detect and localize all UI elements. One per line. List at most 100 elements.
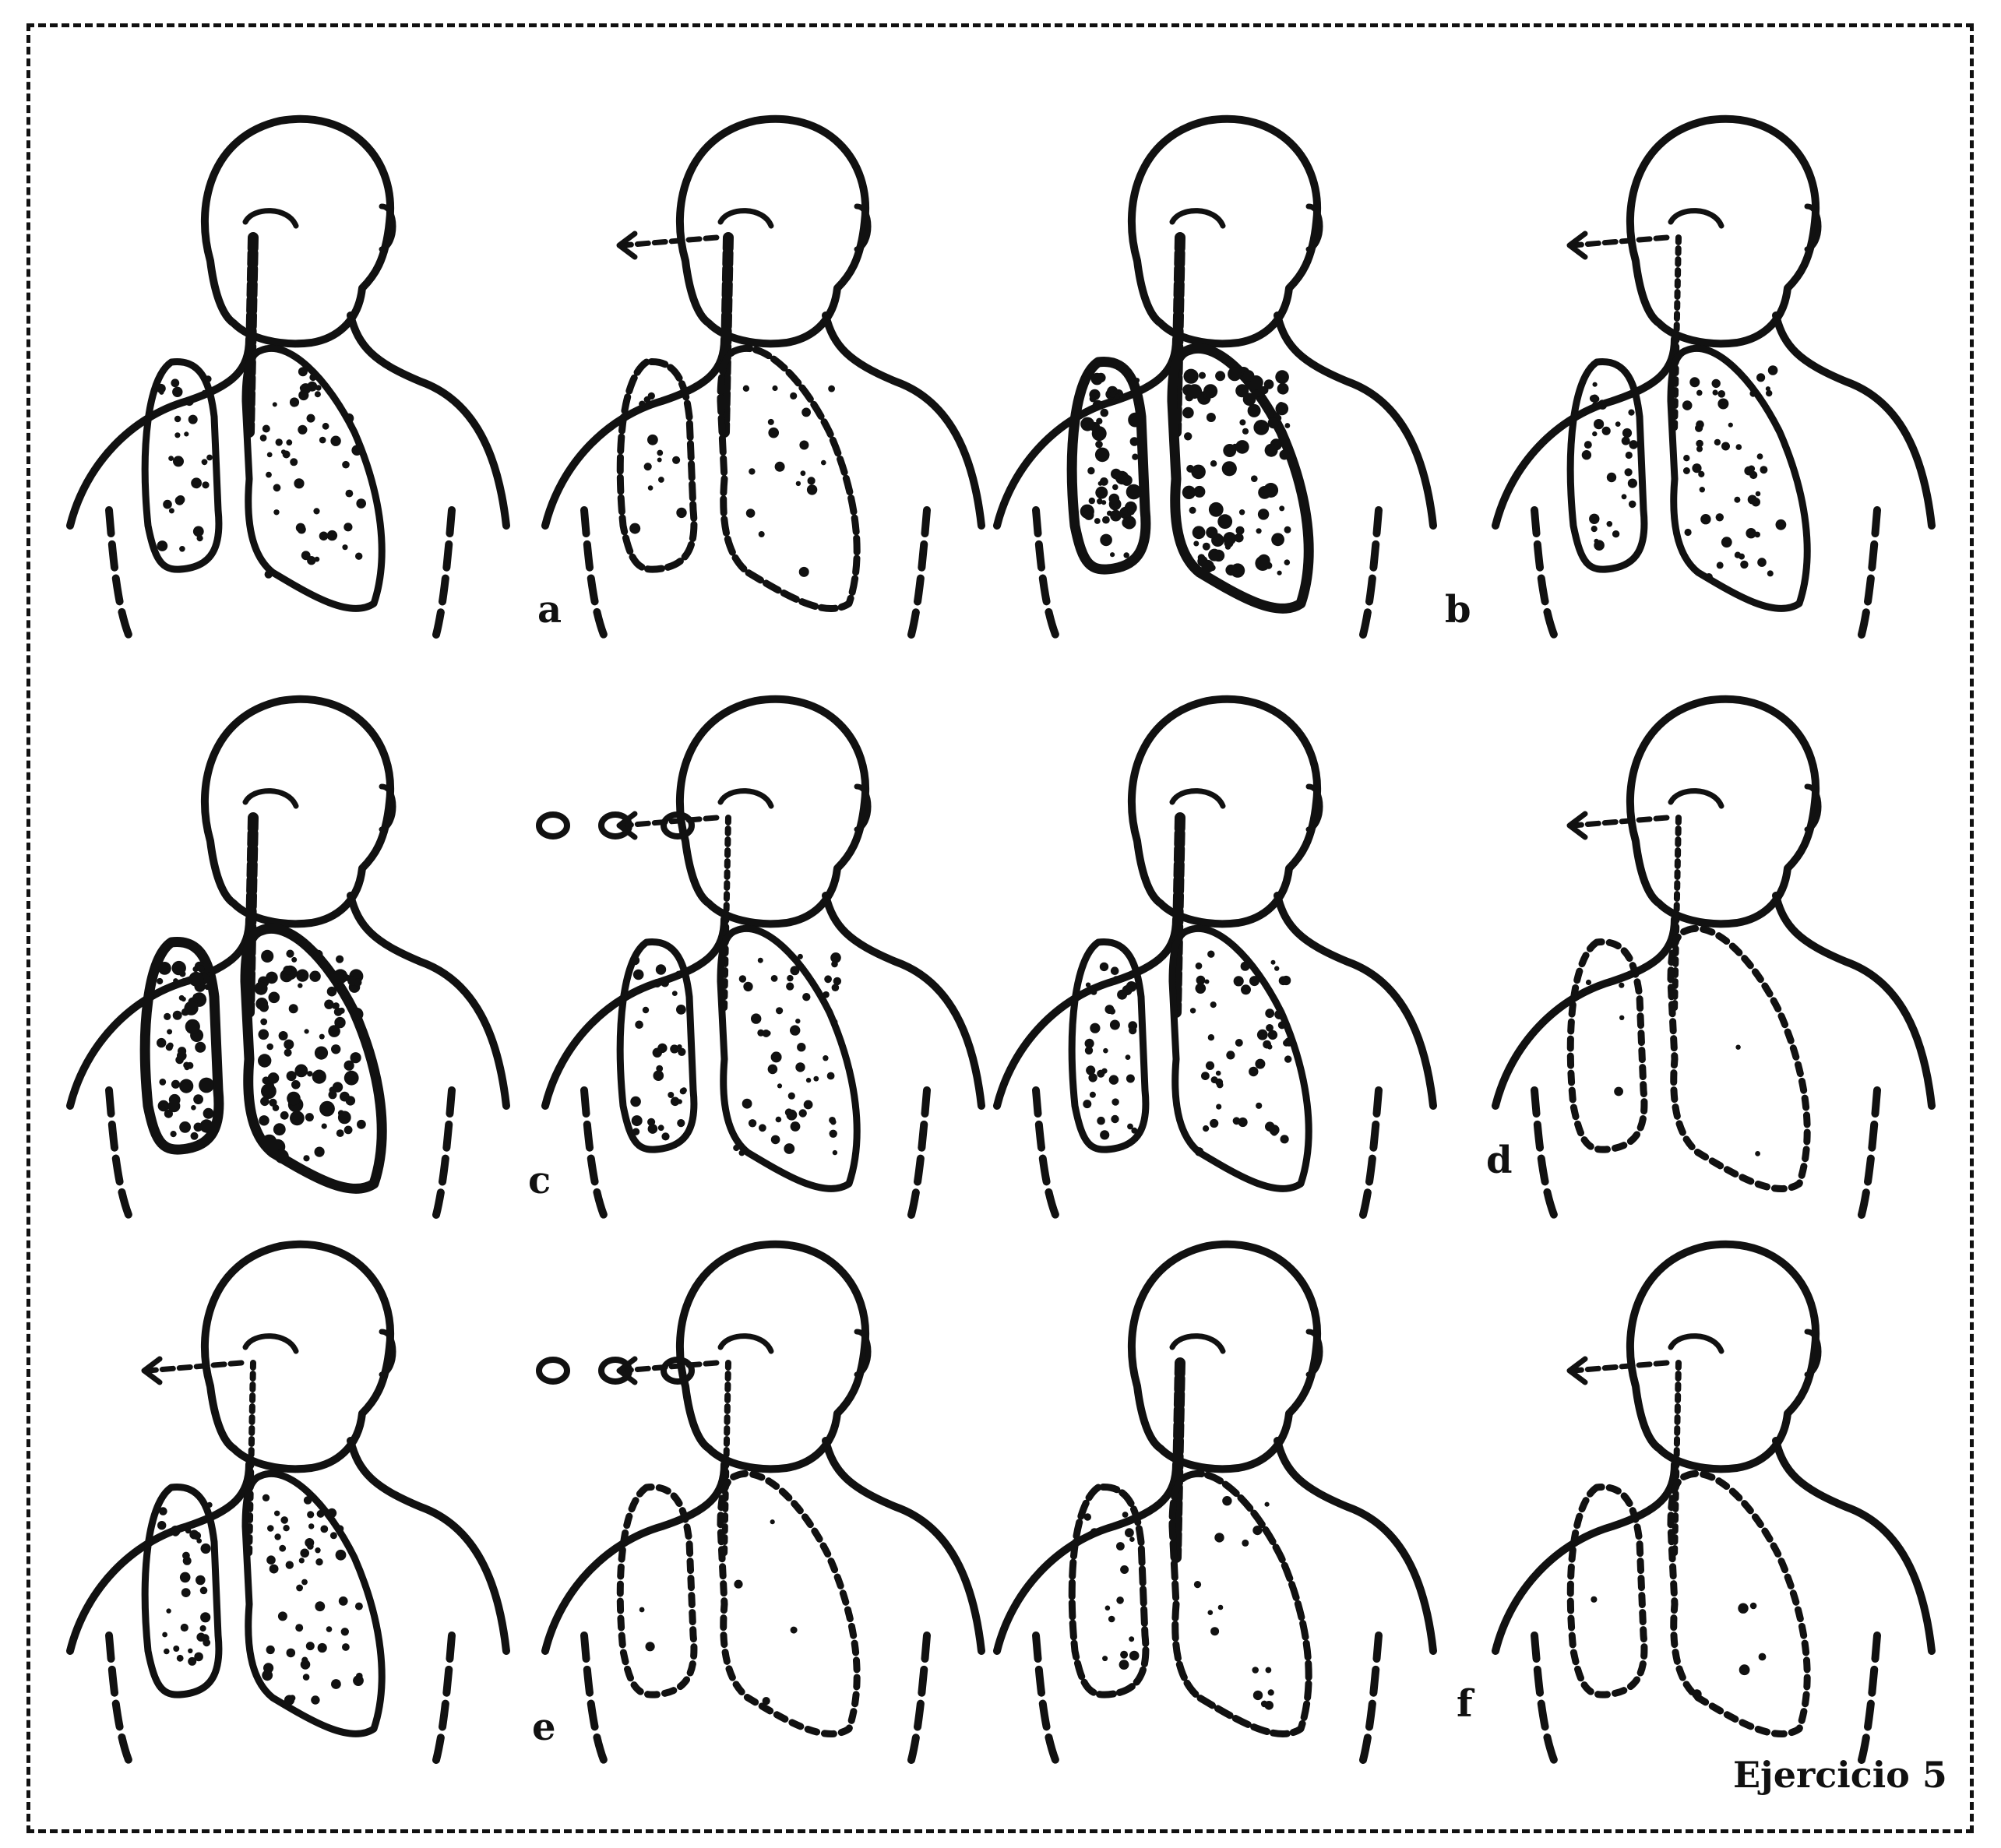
right-lung — [720, 348, 857, 608]
left-arm — [1036, 1635, 1055, 1760]
torso-figure-r2-c4 — [1480, 670, 1947, 1215]
torso-figure-r3-c4 — [1480, 1215, 1947, 1760]
trachea — [724, 238, 728, 432]
left-shoulder — [1495, 1464, 1675, 1651]
torso-figure-r3-c1 — [55, 1215, 522, 1760]
right-arm — [1363, 510, 1379, 635]
trachea — [1176, 818, 1180, 1012]
torso-figure-r2-c3 — [981, 670, 1449, 1215]
mouth — [245, 1336, 296, 1351]
exhale-arrow — [1573, 1363, 1667, 1371]
exhale-arrow — [148, 1363, 241, 1371]
right-arm — [1363, 1635, 1379, 1760]
figure-caption: Ejercicio 5 — [1733, 1754, 1947, 1796]
head-outline — [1132, 699, 1317, 924]
right-lung — [1671, 348, 1807, 608]
right-arm — [1862, 1090, 1877, 1215]
torso-figure-r2-c2 — [530, 670, 997, 1215]
mouth — [245, 211, 296, 226]
torso-drawing — [981, 1215, 1449, 1760]
trachea — [249, 1363, 253, 1558]
label-b: b — [1445, 588, 1471, 632]
right-arm — [1862, 510, 1877, 635]
left-lung — [1072, 942, 1146, 1150]
air-puff — [539, 1360, 567, 1382]
left-shoulder — [545, 919, 724, 1106]
left-lung — [620, 1487, 694, 1695]
trachea — [724, 818, 728, 1012]
torso-drawing — [530, 90, 997, 635]
head-outline — [680, 699, 865, 924]
head-outline — [205, 1244, 390, 1469]
mouth — [1172, 1336, 1223, 1351]
trachea — [1675, 818, 1679, 1012]
left-shoulder — [1495, 339, 1675, 526]
left-lung — [1072, 1487, 1146, 1695]
left-arm — [109, 1090, 129, 1215]
torso-drawing — [530, 670, 997, 1215]
mouth — [1172, 791, 1223, 806]
left-arm — [1036, 1090, 1055, 1215]
left-shoulder — [997, 919, 1176, 1106]
head-outline — [1132, 1244, 1317, 1469]
left-shoulder — [70, 1464, 249, 1651]
left-lung — [1570, 1487, 1644, 1695]
trachea — [249, 238, 253, 432]
mouth — [245, 791, 296, 806]
left-arm — [584, 1635, 604, 1760]
right-arm — [436, 1635, 452, 1760]
left-shoulder — [545, 339, 724, 526]
lung-stipple — [639, 1519, 798, 1705]
torso-figure-r1-c4 — [1480, 90, 1947, 635]
mouth — [1671, 211, 1721, 226]
left-shoulder — [70, 339, 249, 526]
torso-drawing — [1480, 90, 1947, 635]
torso-drawing — [55, 90, 522, 635]
label-f: f — [1457, 1682, 1473, 1726]
right-arm — [911, 1090, 927, 1215]
head-outline — [1630, 1244, 1816, 1469]
left-arm — [109, 510, 129, 635]
mouth — [720, 791, 771, 806]
left-shoulder — [997, 1464, 1176, 1651]
right-lung — [1671, 1473, 1807, 1734]
head-outline — [680, 1244, 865, 1469]
left-arm — [109, 1635, 129, 1760]
left-arm — [1534, 510, 1554, 635]
trachea — [1675, 238, 1679, 432]
torso-drawing — [55, 670, 522, 1215]
head-outline — [1630, 119, 1816, 343]
exhale-arrow — [623, 238, 717, 245]
head-outline — [205, 119, 390, 343]
left-arm — [1534, 1090, 1554, 1215]
torso-figure-r1-c1 — [55, 90, 522, 635]
right-arm — [1363, 1090, 1379, 1215]
torso-drawing — [530, 1215, 997, 1760]
torso-drawing — [1480, 670, 1947, 1215]
torso-figure-r2-c1 — [55, 670, 522, 1215]
exhale-arrow — [1573, 818, 1667, 825]
right-lung — [1671, 928, 1807, 1188]
left-shoulder — [1495, 919, 1675, 1106]
head-outline — [1630, 699, 1816, 924]
torso-figure-r1-c3 — [981, 90, 1449, 635]
left-arm — [1534, 1635, 1554, 1760]
trachea — [1675, 1363, 1679, 1558]
right-arm — [1862, 1635, 1877, 1760]
left-shoulder — [545, 1464, 724, 1651]
torso-figure-r3-c3 — [981, 1215, 1449, 1760]
label-d: d — [1486, 1139, 1513, 1182]
left-lung — [1570, 362, 1644, 570]
label-c: c — [528, 1159, 551, 1202]
right-lung — [1172, 1473, 1309, 1734]
left-lung — [620, 362, 694, 570]
trachea — [1176, 1363, 1180, 1558]
torso-drawing — [55, 1215, 522, 1760]
right-lung — [720, 1473, 857, 1734]
torso-drawing — [981, 90, 1449, 635]
head-outline — [205, 699, 390, 924]
head-outline — [1132, 119, 1317, 343]
left-arm — [584, 510, 604, 635]
mouth — [1172, 211, 1223, 226]
